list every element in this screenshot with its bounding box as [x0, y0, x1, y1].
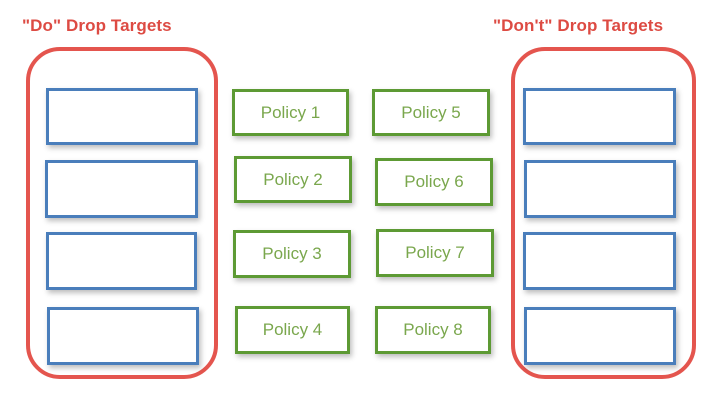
policy-card-1-label: Policy 1 [260, 102, 321, 122]
policy-card-8-label: Policy 8 [403, 320, 463, 339]
policy-card-8[interactable]: Policy 8 [375, 306, 491, 354]
drop-target-do-4[interactable] [47, 307, 199, 365]
policy-card-2-label: Policy 2 [263, 169, 323, 189]
drop-target-dont-2[interactable] [524, 160, 676, 218]
drop-target-do-1[interactable] [46, 88, 198, 145]
policy-card-4-label: Policy 4 [262, 320, 323, 339]
policy-card-4[interactable]: Policy 4 [235, 306, 350, 354]
policy-card-6-label: Policy 6 [404, 172, 464, 191]
policy-card-2[interactable]: Policy 2 [234, 156, 352, 203]
do-drop-targets-title: "Do" Drop Targets [22, 16, 172, 35]
policy-card-3-label: Policy 3 [262, 244, 322, 263]
policy-card-7-label: Policy 7 [405, 243, 465, 262]
policy-card-3[interactable]: Policy 3 [233, 230, 351, 278]
policy-card-1[interactable]: Policy 1 [232, 89, 349, 136]
drop-target-dont-1[interactable] [523, 88, 676, 145]
policy-card-6[interactable]: Policy 6 [375, 158, 493, 206]
policy-card-5[interactable]: Policy 5 [372, 89, 490, 136]
policy-card-5-label: Policy 5 [401, 102, 461, 122]
dont-drop-targets-title: "Don't" Drop Targets [493, 16, 664, 35]
policy-card-7[interactable]: Policy 7 [376, 229, 494, 277]
drop-target-do-3[interactable] [46, 232, 197, 290]
do-group-outline [26, 47, 218, 379]
drop-target-dont-4[interactable] [524, 307, 676, 365]
drop-target-do-2[interactable] [45, 160, 198, 218]
dont-group-outline [511, 47, 696, 379]
drop-target-dont-3[interactable] [523, 232, 676, 290]
